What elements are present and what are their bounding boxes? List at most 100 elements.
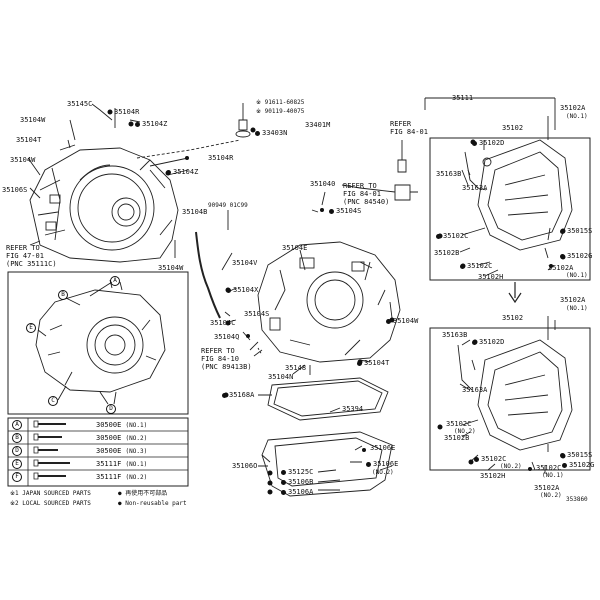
- callout-e-text: E: [26, 323, 36, 333]
- label-refer-fig-47-01-c: (PNC 35111C): [6, 260, 57, 268]
- label-35106e-no2: 35106E: [366, 460, 398, 468]
- non-reusable-marker-icon: [474, 456, 479, 462]
- non-reusable-marker-icon: [472, 339, 477, 345]
- legend-part-b: 30500E (NO.2): [96, 434, 147, 442]
- label-33403n: 33403N: [255, 129, 287, 137]
- label-35104s-text: 35104S: [336, 207, 362, 215]
- legend-key-f: F: [12, 472, 22, 482]
- oil-pan-gasket-drawing: [267, 377, 389, 421]
- label-35104z-top-text: 35104Z: [142, 120, 168, 128]
- note-japan-sourced: ※1 JAPAN SOURCED PARTS: [10, 490, 91, 497]
- diagram-id: 353860: [566, 496, 588, 503]
- label-35102b-bottom: 35102B: [444, 434, 470, 442]
- legend-key-b: B: [12, 433, 22, 443]
- non-reusable-marker-icon: [255, 130, 260, 136]
- extension-housing-drawing-1: [461, 139, 573, 251]
- label-35104w-right: 35104W: [158, 264, 184, 272]
- legend-row-e: E: [12, 459, 25, 469]
- label-35104q: 35104Q: [214, 333, 240, 341]
- label-35102a-mid: 35102A: [548, 264, 574, 272]
- note-local-sourced: ※2 LOCAL SOURCED PARTS: [10, 500, 91, 507]
- non-reusable-marker-icon: [562, 462, 567, 468]
- label-35102a-low-no: (NO.2): [540, 492, 562, 499]
- label-35015s-top-text: 35015S: [567, 227, 593, 235]
- label-35102d-bottom: 35102D: [472, 338, 504, 346]
- label-35106e-no2-text: 35106E: [373, 460, 399, 468]
- label-35111: 35111: [452, 94, 474, 102]
- label-refer-fig-84-01-top-b: FIG 84-01: [390, 128, 428, 136]
- label-35106b-text: 35106B: [288, 478, 314, 486]
- non-reusable-marker-icon: [472, 140, 477, 146]
- label-35104s-b: 35104S: [244, 310, 270, 318]
- legend-part-a-text: 30500E: [96, 421, 122, 429]
- non-reusable-marker-icon: [366, 461, 371, 467]
- non-reusable-marker-icon: [329, 208, 334, 214]
- label-35102a-top-no: (NO.1): [566, 113, 588, 120]
- label-33401m: 33401M: [305, 121, 331, 129]
- non-reusable-marker-icon: [166, 169, 171, 175]
- label-35102c-bottom: 35102C: [446, 420, 472, 428]
- label-35104w-case-text: 35104W: [393, 317, 419, 325]
- transmission-case-drawing: [249, 241, 401, 363]
- label-35104w-top: 35104W: [20, 116, 46, 124]
- label-35106o: 35106O: [232, 462, 258, 470]
- label-35106b: 35106B: [281, 478, 313, 486]
- non-reusable-marker-icon: [436, 233, 441, 239]
- legend-part-e-text: 35111F: [96, 460, 122, 468]
- label-35102g-bottom-text: 35102G: [569, 461, 595, 469]
- inset-callout-e: E: [26, 323, 39, 333]
- non-reusable-marker-icon: [560, 253, 565, 259]
- label-35106a-text: 35106A: [288, 488, 314, 496]
- label-35102b-top: 35102B: [434, 249, 460, 257]
- label-35102h-top: 35102H: [478, 273, 504, 281]
- label-33403n-text: 33403N: [262, 129, 288, 137]
- label-35104v: 35104V: [232, 259, 258, 267]
- label-35015s-top: 35015S: [560, 227, 592, 235]
- label-refer-fig-47-01-b: FIG 47-01: [6, 252, 44, 260]
- label-35102a-bottom-no: (NO.1): [566, 305, 588, 312]
- label-refer-fig-84-01-c: (PNC 84540): [343, 198, 390, 206]
- legend-no-d: (NO.3): [125, 448, 148, 455]
- label-35015s-bottom: 35015S: [560, 451, 592, 459]
- converter-housing-drawing: [29, 144, 179, 263]
- label-35104s: 35104S: [329, 207, 361, 215]
- legend-key-e: E: [12, 459, 22, 469]
- legend-part-b-text: 30500E: [96, 434, 122, 442]
- legend-box: [7, 417, 189, 487]
- non-reusable-marker-icon: [281, 469, 286, 475]
- label-35102c-bottom3: 35102C: [536, 464, 562, 472]
- inset-callout-a: A: [110, 276, 123, 286]
- legend-row-f: F: [12, 472, 25, 482]
- inset-box: [7, 271, 189, 415]
- label-refer-fig-84-10: REFER TO: [201, 347, 235, 355]
- label-90949: 90949 01C99: [208, 202, 248, 209]
- label-35102d-bottom-text: 35102D: [479, 338, 505, 346]
- non-reusable-marker-icon: [560, 452, 565, 458]
- label-35168a: 35168A: [222, 391, 254, 399]
- label-35125c-text: 35125C: [288, 468, 314, 476]
- callout-d-text: D: [106, 404, 116, 414]
- label-35104r-mid: 35104R: [208, 154, 234, 162]
- legend-key-d: D: [12, 446, 22, 456]
- label-35102g-bottom: 35102G: [562, 461, 594, 469]
- label-35104z-mid-text: 35104Z: [173, 168, 199, 176]
- legend-key-a: A: [12, 420, 22, 430]
- callout-a-text: A: [110, 276, 120, 286]
- non-reusable-marker-icon: [135, 121, 140, 127]
- label-35106e: 35106E: [370, 444, 396, 452]
- label-35102a-mid-no: (NO.1): [566, 272, 588, 279]
- label-35102c-bottom2: 35102C: [474, 455, 506, 463]
- non-reusable-marker-icon: [222, 392, 227, 398]
- label-35163b-bottom: 35163B: [442, 331, 468, 339]
- non-reusable-marker-icon: [357, 360, 362, 366]
- label-refer-fig-84-01-top: REFER: [390, 120, 412, 128]
- label-35163a-bottom: 35163A: [462, 386, 488, 394]
- non-reusable-marker-icon: [386, 318, 391, 324]
- right-top-box: [429, 137, 591, 281]
- label-35104r-top: 35104R: [114, 108, 140, 116]
- label-35106s: 35106S: [2, 186, 28, 194]
- note-non-reusable-en: ● Non-reusable part: [118, 500, 187, 507]
- legend-no-b: (NO.2): [125, 435, 148, 442]
